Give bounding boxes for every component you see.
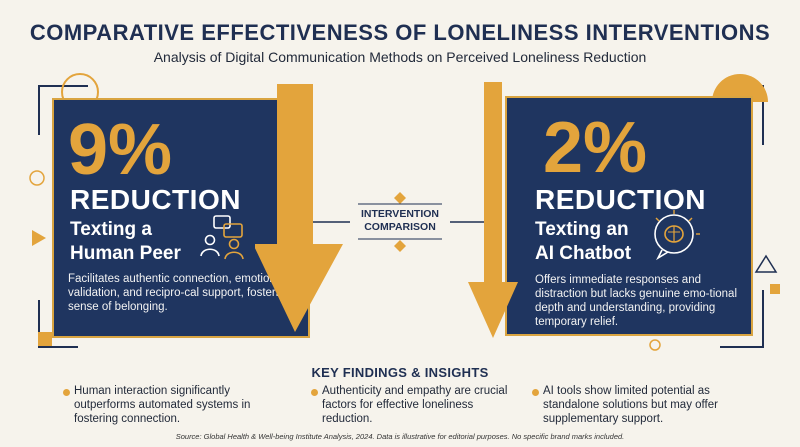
finding-item: Human interaction significantly outperfo… xyxy=(74,385,251,425)
comparison-label-line1: INTERVENTION xyxy=(361,208,439,220)
comparison-label: INTERVENTION COMPARISON xyxy=(350,208,450,234)
ai-method-line2: AI Chatbot xyxy=(535,243,632,264)
key-findings-title: KEY FINDINGS & INSIGHTS xyxy=(311,365,489,380)
page-subtitle: Analysis of Digital Communication Method… xyxy=(153,49,647,65)
human-method-line1: Texting a xyxy=(70,219,152,240)
ai-percent: 2% xyxy=(543,108,648,188)
human-percent: 9% xyxy=(68,110,173,190)
human-peer-panel: 9% REDUCTION Texting a Human Peer Facili… xyxy=(52,98,310,338)
human-reduction-label: REDUCTION xyxy=(70,184,241,215)
left-bracket-bottom-decoration xyxy=(38,300,78,348)
right-bracket-bottom-decoration xyxy=(720,290,764,348)
finding-bullet xyxy=(63,389,70,396)
ai-brain-chat-icon xyxy=(654,210,700,261)
human-description: Facilitates authentic connection, emotio… xyxy=(68,273,301,313)
finding-item: AI tools show limited potential as stand… xyxy=(543,385,718,425)
finding-item: Authenticity and empathy are crucial fac… xyxy=(322,385,508,425)
ai-reduction-label: REDUCTION xyxy=(535,184,706,215)
comparison-label-line2: COMPARISON xyxy=(364,221,436,233)
human-method-line2: Human Peer xyxy=(70,243,181,264)
ai-description: Offers immediate responses and distracti… xyxy=(535,274,738,328)
people-chat-icon xyxy=(200,215,244,260)
ai-down-arrow xyxy=(468,82,518,338)
page-title: COMPARATIVE EFFECTIVENESS OF LONELINESS … xyxy=(29,20,771,45)
source-note: Source: Global Health & Well-being Insti… xyxy=(175,432,625,441)
finding-bullet xyxy=(311,389,318,396)
human-down-arrow xyxy=(255,84,343,332)
ai-method-line1: Texting an xyxy=(535,219,629,240)
ai-chatbot-panel: 2% REDUCTION Texting an AI Chatbot Offer… xyxy=(505,96,753,336)
finding-bullet xyxy=(532,389,539,396)
